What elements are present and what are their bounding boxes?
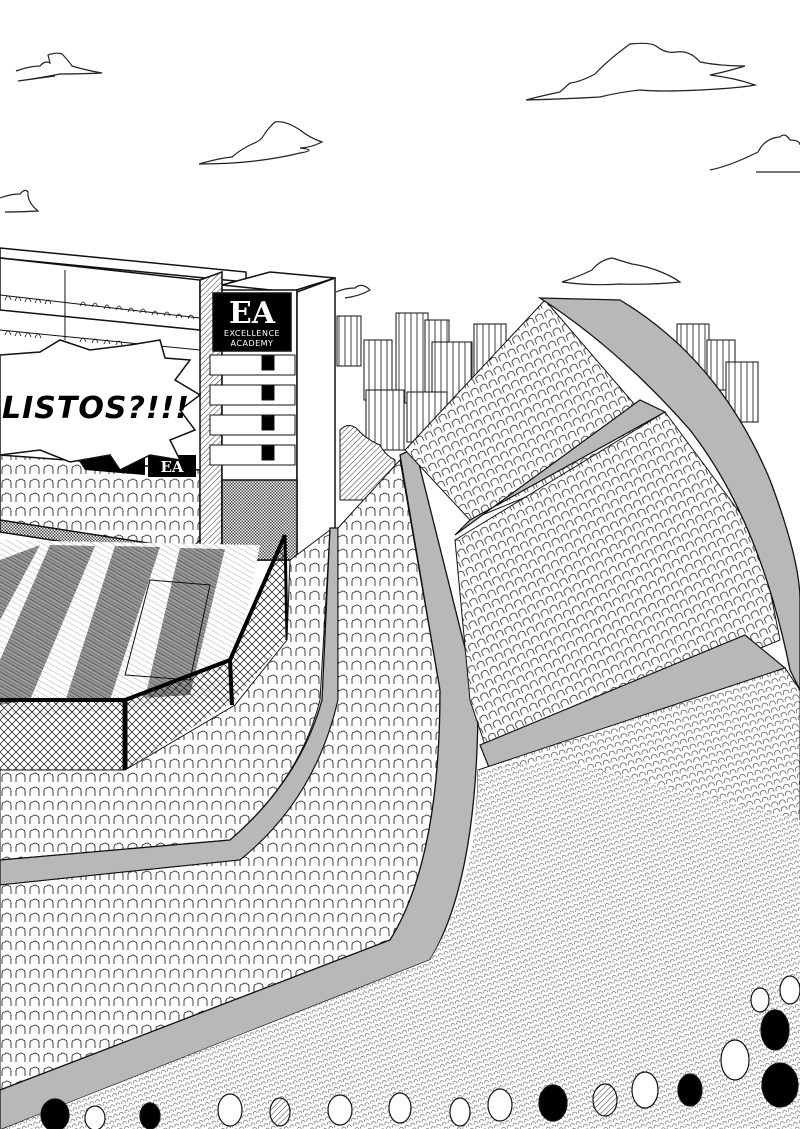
spectator-head xyxy=(327,1094,353,1126)
cloud xyxy=(198,121,324,165)
spectator-head xyxy=(750,987,770,1013)
cloud xyxy=(561,257,682,286)
spectator-head xyxy=(592,1083,618,1117)
crowd-section-far xyxy=(0,760,800,1129)
clouds xyxy=(0,42,800,299)
cloud xyxy=(0,189,40,213)
cloud xyxy=(709,134,800,173)
building xyxy=(365,389,405,451)
spectator-head xyxy=(761,1062,799,1108)
stadium-rim xyxy=(537,297,800,691)
city-skyline xyxy=(336,312,759,501)
spectator-head xyxy=(139,1102,161,1129)
foreground-crowd xyxy=(40,975,800,1129)
spectator-head xyxy=(487,1088,513,1122)
spectator-head xyxy=(388,1092,412,1124)
spectator-head xyxy=(677,1073,703,1107)
fence xyxy=(0,534,289,770)
spectator-head xyxy=(217,1093,243,1127)
tower-sign-logo: EA xyxy=(229,296,276,331)
building xyxy=(336,315,362,367)
tower-sign xyxy=(212,292,292,352)
building xyxy=(725,361,759,423)
spectator-head xyxy=(40,1098,70,1129)
pitch xyxy=(0,540,260,720)
spectator-head xyxy=(449,1097,471,1127)
cloud xyxy=(15,52,103,82)
stand-banner xyxy=(148,455,196,477)
spectator-head xyxy=(631,1071,659,1109)
spectator-head xyxy=(269,1097,291,1127)
cloud xyxy=(525,42,758,101)
spectator-head xyxy=(720,1039,750,1081)
tower-right-face xyxy=(296,276,336,562)
tower-sign-line2: ACADEMY xyxy=(231,339,274,348)
spectator-head xyxy=(538,1084,568,1122)
tower-balconies xyxy=(209,354,296,466)
stand-banner-logo: EA xyxy=(160,458,183,476)
spectator-head xyxy=(84,1105,106,1129)
cloud xyxy=(335,284,371,299)
speech-bubble xyxy=(0,339,202,471)
speech-bubble-text: LISTOS?!!! xyxy=(2,391,190,426)
spectator-head xyxy=(760,1009,790,1051)
spectator-head xyxy=(779,975,800,1005)
tower-sign-line1: EXCELLENCE xyxy=(224,329,280,338)
scoreboard-tower xyxy=(199,270,336,562)
upper-spectators xyxy=(4,295,195,346)
